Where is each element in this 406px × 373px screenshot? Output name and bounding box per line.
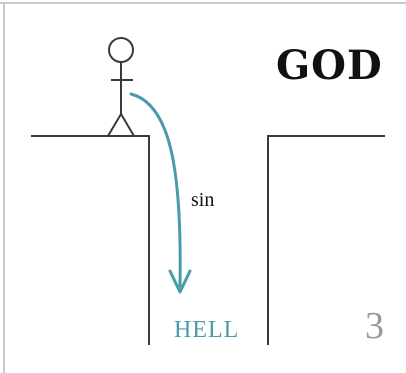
page-number: 3	[365, 305, 384, 347]
pit-left-wall	[31, 135, 150, 345]
sin-arrow	[129, 92, 182, 288]
sin-arrowhead	[168, 269, 192, 294]
god-label: GOD	[276, 42, 383, 89]
stick-figure-right-leg	[120, 113, 135, 137]
stick-figure-left-leg	[107, 113, 122, 137]
hell-label: HELL	[174, 317, 240, 343]
pit-right-wall	[267, 135, 385, 345]
sin-label: sin	[191, 189, 215, 211]
stick-figure-head	[108, 37, 134, 63]
stick-figure	[107, 37, 135, 137]
